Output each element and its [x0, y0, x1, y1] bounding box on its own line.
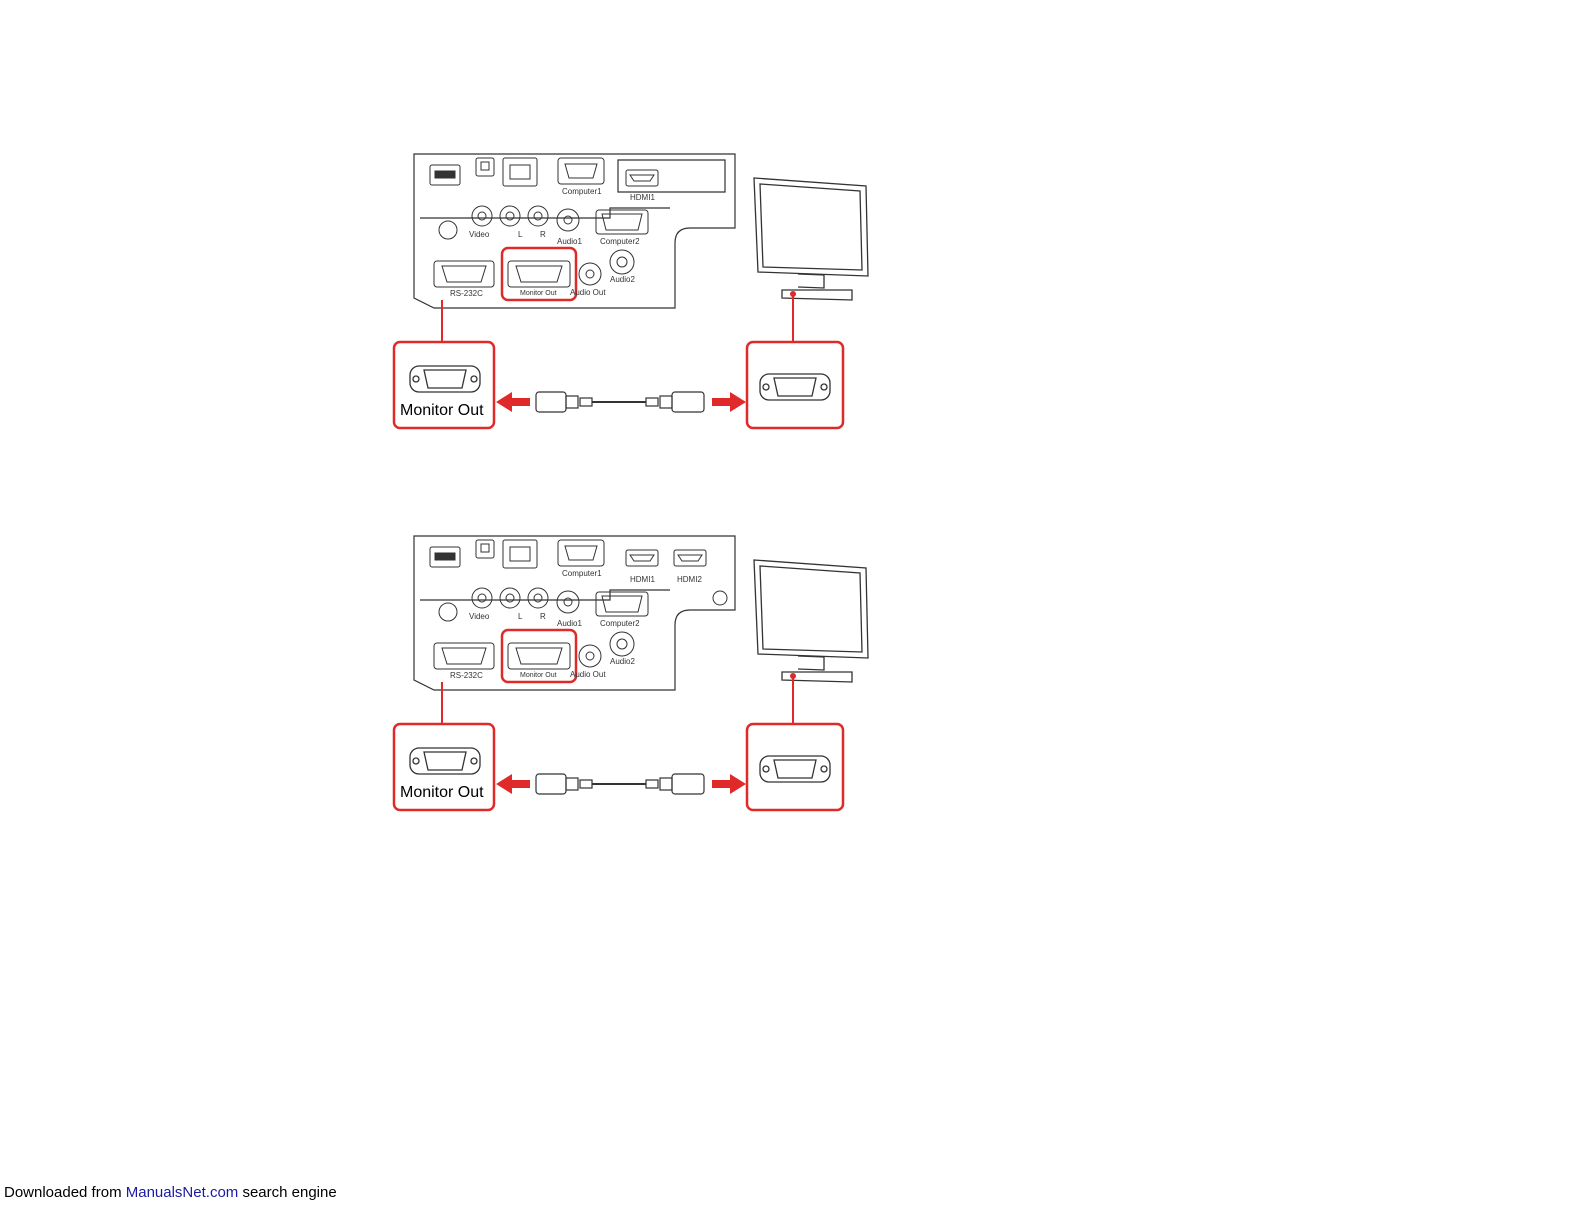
computer1-label: Computer1 [562, 187, 602, 196]
r-label: R [540, 612, 546, 621]
monitor-icon [754, 560, 868, 682]
hdmi1-port-icon [626, 550, 658, 566]
rs232c-port-icon [434, 643, 494, 669]
callout-label: Monitor Out [400, 402, 484, 419]
hdmi1-port-icon [626, 170, 658, 186]
rs232c-label: RS-232C [450, 671, 483, 680]
projector-panel [414, 154, 735, 308]
rs232c-port-icon [434, 261, 494, 287]
audio-out-label: Audio Out [570, 670, 606, 679]
usb-b-port-icon [476, 540, 494, 558]
right-arrow-icon [712, 392, 746, 412]
computer2-label: Computer2 [600, 619, 640, 628]
computer2-label: Computer2 [600, 237, 640, 246]
monitor-input-callout [747, 724, 843, 810]
lan-port-icon [503, 158, 537, 186]
rs232c-label: RS-232C [450, 289, 483, 298]
monitor-input-callout [747, 342, 843, 428]
audio1-label: Audio1 [557, 619, 582, 628]
vga-cable-icon [536, 774, 704, 794]
connection-diagram-1: Computer1 HDMI1 Video L R Audio1 Compute… [390, 148, 880, 438]
hdmi1-label: HDMI1 [630, 193, 655, 202]
audio-out-label: Audio Out [570, 288, 606, 297]
computer1-label: Computer1 [562, 569, 602, 578]
usb-a-port-icon [430, 165, 460, 185]
monitor-port-dot [790, 673, 796, 679]
audio2-label: Audio2 [610, 275, 635, 284]
hdmi2-label: HDMI2 [677, 575, 702, 584]
usb-a-port-icon [430, 547, 460, 567]
monitor-out-port-icon [508, 643, 570, 669]
footer-prefix: Downloaded from [4, 1184, 126, 1201]
monitor-port-dot [790, 291, 796, 297]
vga-cable-icon [536, 392, 704, 412]
footer-suffix: search engine [238, 1184, 336, 1201]
hdmi1-label: HDMI1 [630, 575, 655, 584]
left-arrow-icon [496, 774, 530, 794]
l-label: L [518, 612, 523, 621]
computer2-port-icon [596, 592, 648, 616]
monitor-out-port-label: Monitor Out [520, 290, 557, 297]
computer2-port-icon [596, 210, 648, 234]
audio2-label: Audio2 [610, 657, 635, 666]
connection-diagram-svg: Computer1 HDMI1 HDMI2 Video L R Audio1 C… [390, 530, 880, 820]
monitor-out-port-label: Monitor Out [520, 672, 557, 679]
footer-note: Downloaded from ManualsNet.com search en… [4, 1184, 337, 1201]
r-label: R [540, 230, 546, 239]
projector-panel [414, 536, 735, 690]
left-arrow-icon [496, 392, 530, 412]
computer1-port-icon [558, 158, 604, 184]
manualsnet-link[interactable]: ManualsNet.com [126, 1184, 239, 1201]
usb-b-port-icon [476, 158, 494, 176]
audio1-label: Audio1 [557, 237, 582, 246]
lan-port-icon [503, 540, 537, 568]
hdmi2-port-icon [674, 550, 706, 566]
video-label: Video [469, 612, 490, 621]
callout-label: Monitor Out [400, 784, 484, 801]
right-arrow-icon [712, 774, 746, 794]
connection-diagram-svg: Computer1 HDMI1 Video L R Audio1 Compute… [390, 148, 880, 438]
connection-diagram-2: Computer1 HDMI1 HDMI2 Video L R Audio1 C… [390, 530, 880, 820]
rca-ports-icon [439, 206, 579, 239]
video-label: Video [469, 230, 490, 239]
l-label: L [518, 230, 523, 239]
monitor-out-port-icon [508, 261, 570, 287]
computer1-port-icon [558, 540, 604, 566]
monitor-icon [754, 178, 868, 300]
